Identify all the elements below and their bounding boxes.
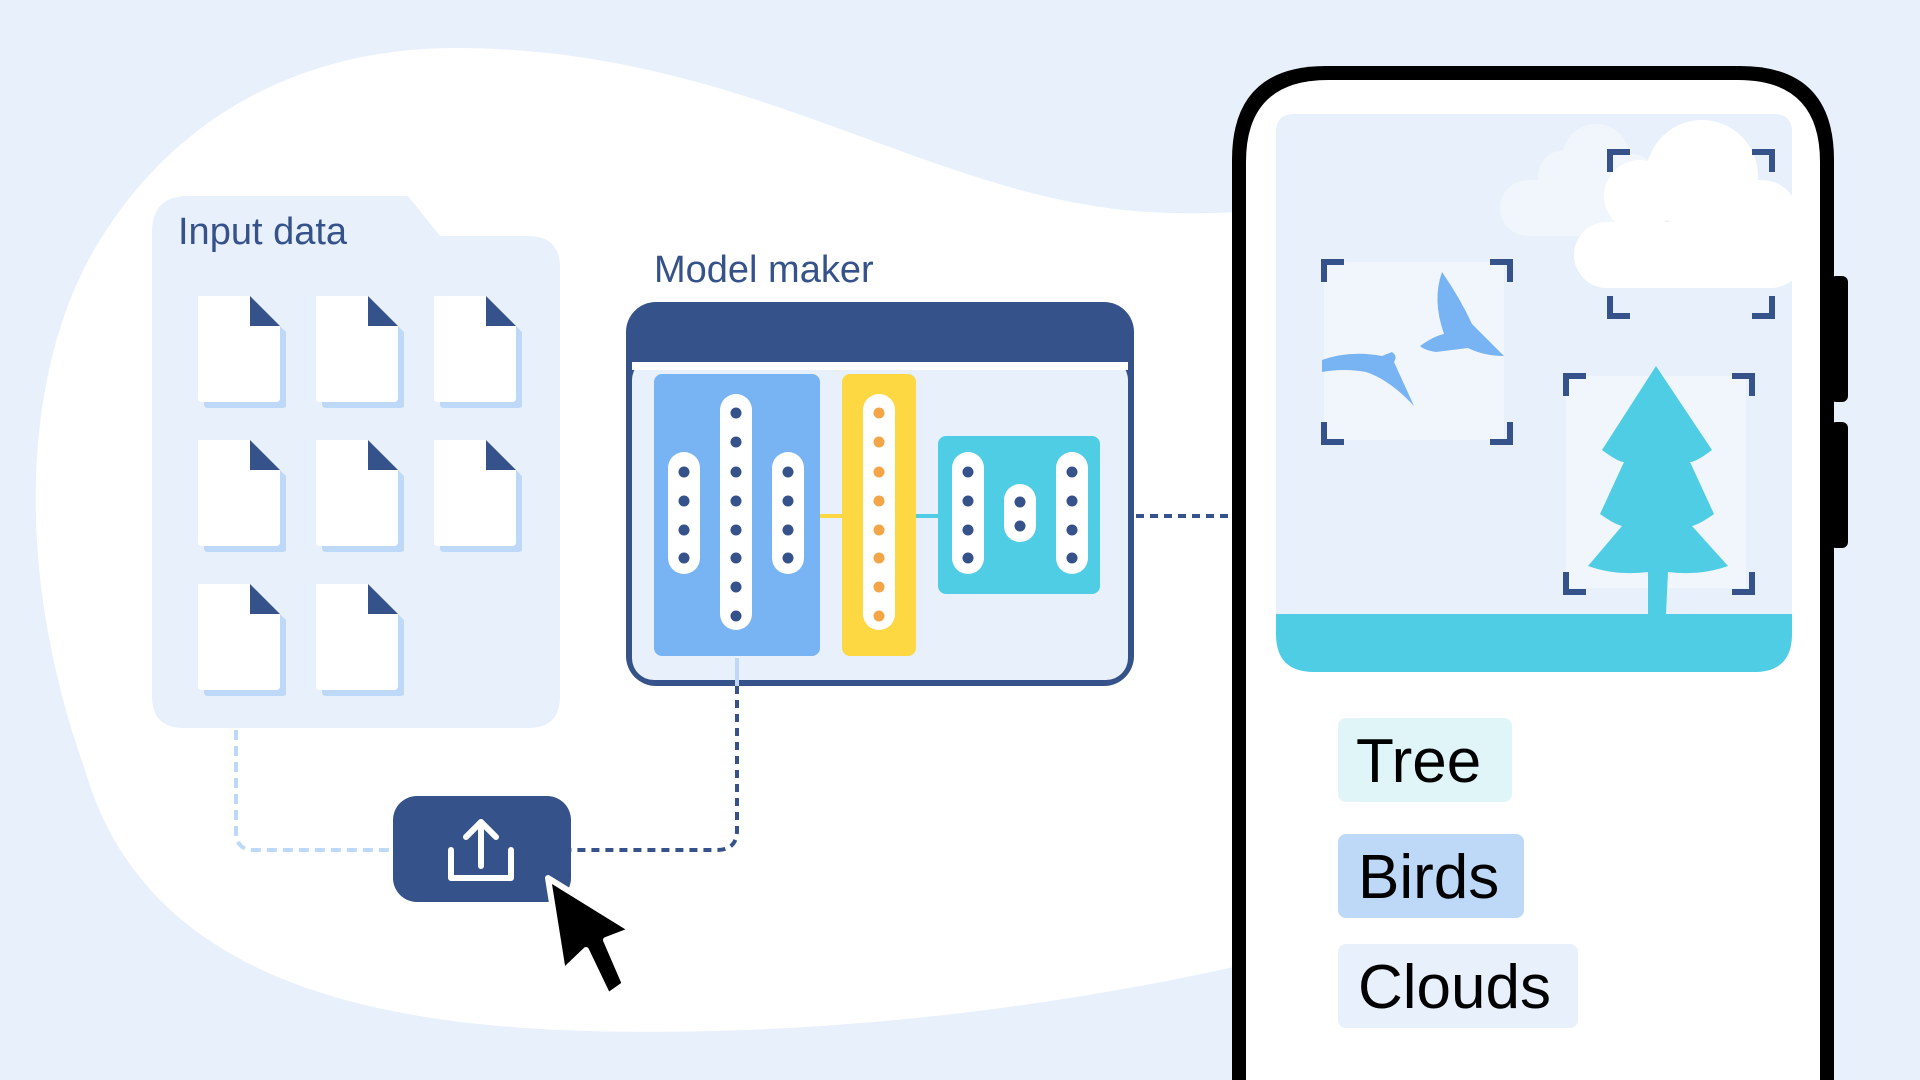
- file-grid: [198, 296, 522, 696]
- neuron-dot: [678, 495, 690, 507]
- mouse-cursor-icon: [545, 875, 635, 999]
- model-maker-label: Model maker: [654, 249, 874, 291]
- neuron-dot: [730, 436, 742, 448]
- neuron-dot: [873, 466, 885, 478]
- input-data-folder: Input data: [152, 196, 560, 728]
- neuron-dot: [873, 552, 885, 564]
- result-tag-tree: Tree: [1338, 718, 1512, 802]
- neuron-dot: [962, 495, 974, 507]
- ground: [1276, 614, 1792, 672]
- neuron-dot: [873, 495, 885, 507]
- tree-icon: [1588, 366, 1728, 614]
- neuron-dot: [678, 552, 690, 564]
- bracket-corner: [1490, 422, 1513, 445]
- bird-icon: [1322, 272, 1504, 406]
- connector-folder-upload: [234, 730, 395, 852]
- neuron-dot: [962, 466, 974, 478]
- neuron-dot: [730, 466, 742, 478]
- tag-label: Clouds: [1358, 953, 1551, 1022]
- bracket-corner: [1563, 572, 1586, 595]
- neuron-dot: [873, 610, 885, 622]
- neuron-dot: [873, 581, 885, 593]
- file-icon: [316, 296, 404, 408]
- neuron-dot: [730, 581, 742, 593]
- neuron-dot: [1066, 466, 1078, 478]
- neuron-dot: [1014, 520, 1026, 532]
- neuron-dot: [782, 495, 794, 507]
- neuron-dot: [782, 552, 794, 564]
- neuron-dot: [962, 524, 974, 536]
- neuron-dot: [873, 436, 885, 448]
- neuron-dot: [730, 407, 742, 419]
- blue-layer-block: [654, 374, 820, 656]
- input-data-label: Input data: [178, 211, 348, 253]
- upload-icon: [448, 819, 514, 881]
- bracket-corner: [1752, 149, 1775, 172]
- bracket-corner: [1732, 572, 1755, 595]
- result-tag-clouds: Clouds: [1338, 944, 1578, 1028]
- neuron-dot: [730, 552, 742, 564]
- phone-scene: [1276, 114, 1804, 672]
- neuron-dot: [1066, 495, 1078, 507]
- connector-model-upload: [570, 686, 739, 852]
- neuron-dot: [1066, 552, 1078, 564]
- bracket-corner: [1607, 296, 1630, 319]
- file-icon: [198, 440, 286, 552]
- file-icon: [316, 440, 404, 552]
- neuron-dot: [1014, 496, 1026, 508]
- neuron-dot: [730, 610, 742, 622]
- yellow-layer-block: [842, 374, 916, 656]
- tag-label: Tree: [1356, 727, 1481, 796]
- detection-brackets: [1321, 149, 1775, 595]
- neuron-dot: [1066, 524, 1078, 536]
- neuron-dot: [782, 524, 794, 536]
- bracket-corner: [1732, 373, 1755, 396]
- file-icon: [198, 296, 286, 408]
- bracket-corner: [1752, 296, 1775, 319]
- neuron-dot: [962, 552, 974, 564]
- neuron-dot: [678, 466, 690, 478]
- bracket-corner: [1321, 259, 1344, 282]
- birds-detection-area: [1324, 262, 1504, 440]
- neuron-dot: [782, 466, 794, 478]
- file-icon: [316, 584, 404, 696]
- neuron-dot: [873, 407, 885, 419]
- bracket-corner: [1321, 422, 1344, 445]
- file-icon: [434, 440, 522, 552]
- neuron-dot: [873, 524, 885, 536]
- upload-button[interactable]: [393, 796, 571, 902]
- neuron-dots: [678, 407, 1078, 622]
- neuron-dot: [730, 495, 742, 507]
- cyan-layer-block: [938, 436, 1100, 594]
- result-tag-birds: Birds: [1338, 834, 1524, 918]
- bracket-corner: [1607, 149, 1630, 172]
- phone-side-button: [1830, 422, 1848, 548]
- tag-label: Birds: [1358, 843, 1499, 912]
- phone-side-button: [1830, 276, 1848, 402]
- bracket-corner: [1490, 259, 1513, 282]
- cloud-large: [1574, 120, 1804, 288]
- file-icon: [434, 296, 522, 408]
- file-icon: [198, 584, 286, 696]
- neuron-dot: [678, 524, 690, 536]
- bracket-corner: [1563, 373, 1586, 396]
- neuron-dot: [730, 524, 742, 536]
